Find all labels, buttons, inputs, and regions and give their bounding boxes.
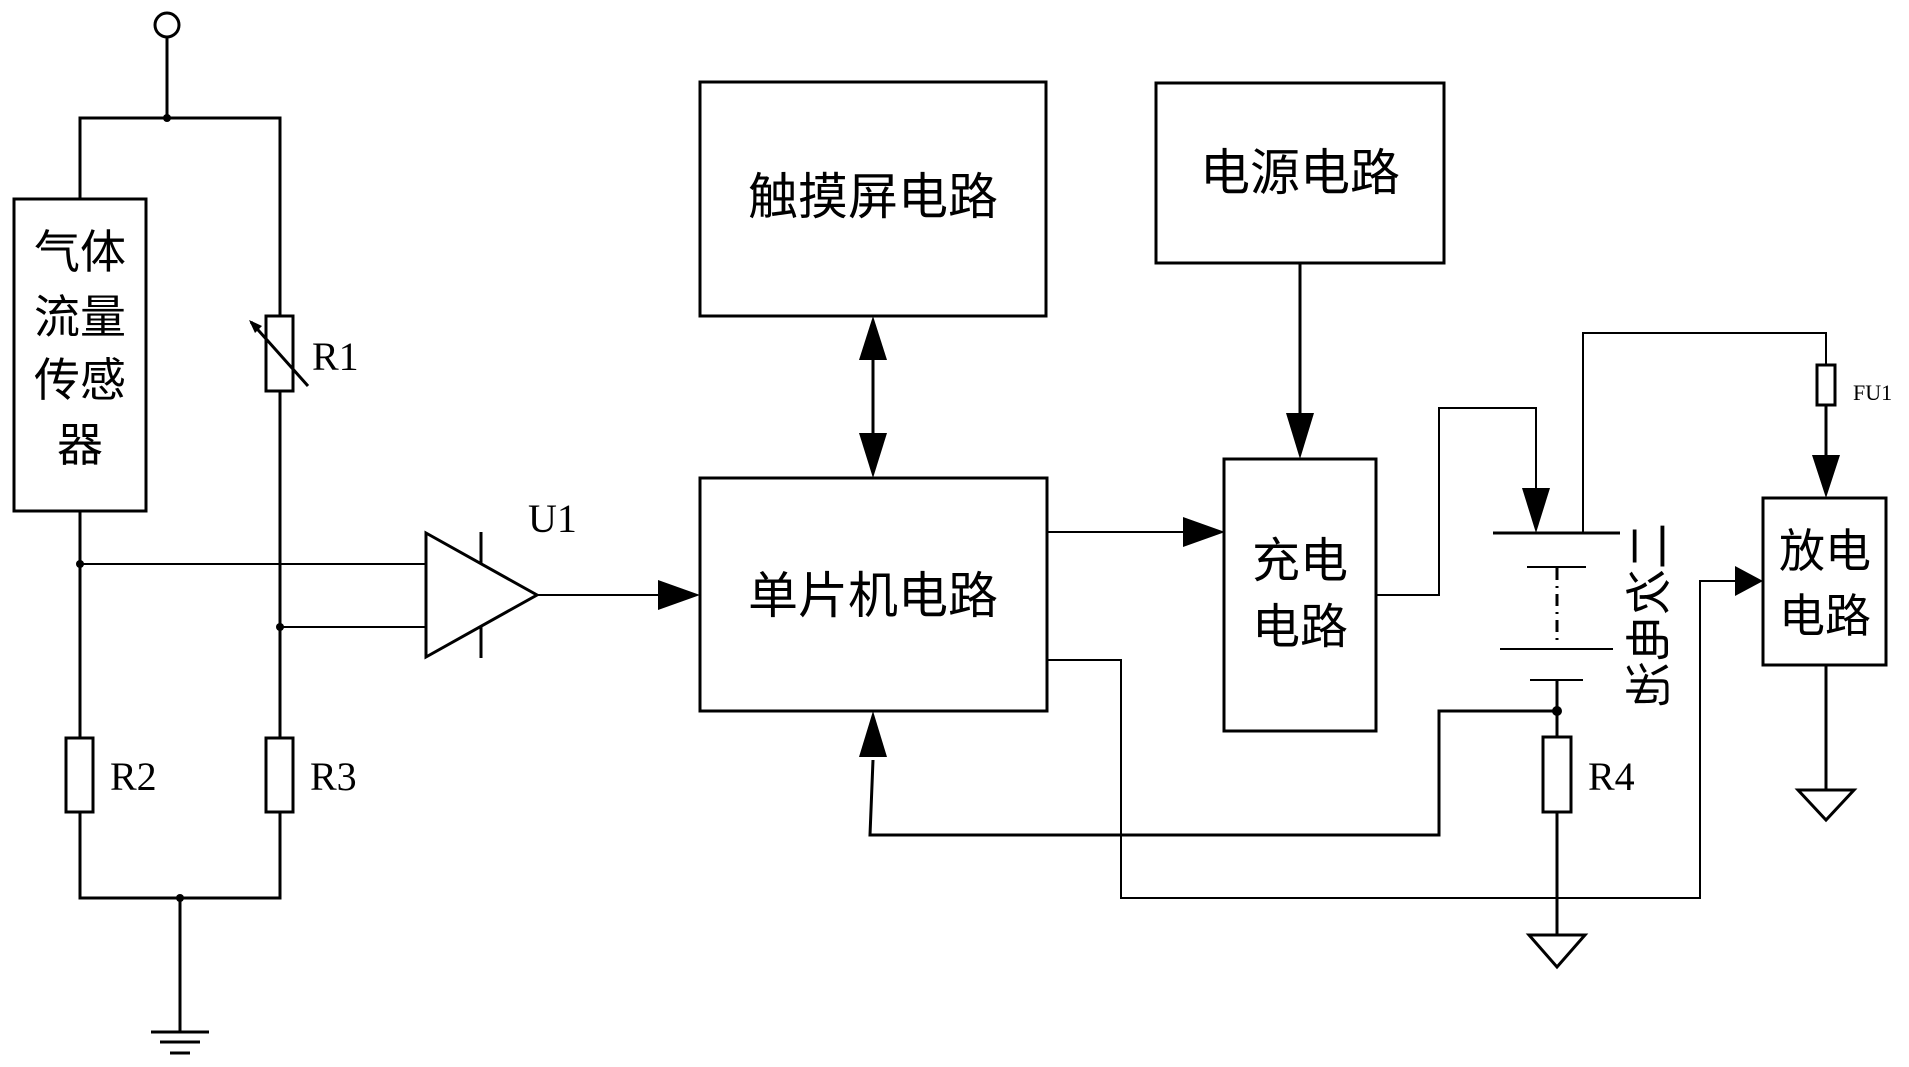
r3-resistor-icon (264, 736, 295, 814)
fu1-label: FU1 (1853, 380, 1892, 405)
arrow-right-icon (1735, 566, 1763, 596)
fu1-fuse-icon (1815, 363, 1837, 407)
charge-label-line-2: 电路 (1252, 599, 1348, 655)
r4-resistor-icon (1541, 735, 1573, 814)
bridge-circuit: 气体 流量 传感 器 R1 R2 R3 (12, 11, 359, 1055)
charge-circuit-block: 充电 电路 (1222, 457, 1378, 733)
power-circuit-block: 电源电路 (1154, 81, 1446, 265)
arrow-down-icon (1522, 488, 1550, 533)
earth-ground-icon (151, 1030, 209, 1055)
mcu-circuit-block: 单片机电路 (698, 476, 1049, 713)
r1-label: R1 (312, 334, 359, 379)
r2-resistor-icon (64, 736, 95, 814)
sensor-label-line-3: 传感 (34, 353, 126, 407)
arrow-up-icon (859, 711, 887, 757)
r4-label: R4 (1588, 754, 1635, 799)
mcu-to-discharge-wire (1047, 580, 1735, 899)
arrow-right-icon (658, 580, 700, 610)
battery-label: 二次电池 (1622, 523, 1676, 707)
battery-to-fuse-wire (1582, 332, 1827, 533)
amplifier-u1: U1 (80, 496, 700, 660)
power-label: 电源电路 (1200, 144, 1400, 202)
u1-label: U1 (528, 496, 577, 541)
arrow-down-icon (1812, 455, 1840, 498)
arrow-right-icon (1183, 517, 1225, 547)
sensor-label-line-1: 气体 (34, 225, 126, 279)
bottom-rail-wire (78, 812, 282, 900)
bidirectional-arrow-icon (859, 316, 887, 478)
discharge-circuit-block: 放电 电路 (1761, 496, 1888, 667)
battery-feedback-wire (868, 709, 1557, 837)
gas-flow-sensor-block: 气体 流量 传感 器 (12, 197, 148, 513)
supply-terminal-icon (153, 11, 181, 39)
charge-to-battery-wire (1376, 407, 1537, 596)
r2-label: R2 (110, 754, 157, 799)
ground-icon (1794, 788, 1858, 823)
r3-label: R3 (310, 754, 357, 799)
discharge-label-line-1: 放电 (1779, 524, 1871, 578)
touchscreen-circuit-block: 触摸屏电路 (698, 80, 1048, 318)
sensor-label-line-4: 器 (57, 418, 103, 472)
charge-label-line-1: 充电 (1252, 533, 1348, 589)
ground-icon (1525, 933, 1589, 970)
r1-variable-resistor-icon (249, 314, 310, 393)
mcu-label: 单片机电路 (748, 567, 998, 625)
touchscreen-label: 触摸屏电路 (748, 168, 998, 226)
junction-dot (163, 114, 171, 122)
discharge-label-line-2: 电路 (1779, 589, 1871, 643)
sensor-label-line-2: 流量 (34, 290, 126, 344)
battery-icon (1493, 531, 1620, 737)
top-rail-wire (78, 116, 282, 316)
arrow-down-icon (1286, 413, 1314, 459)
